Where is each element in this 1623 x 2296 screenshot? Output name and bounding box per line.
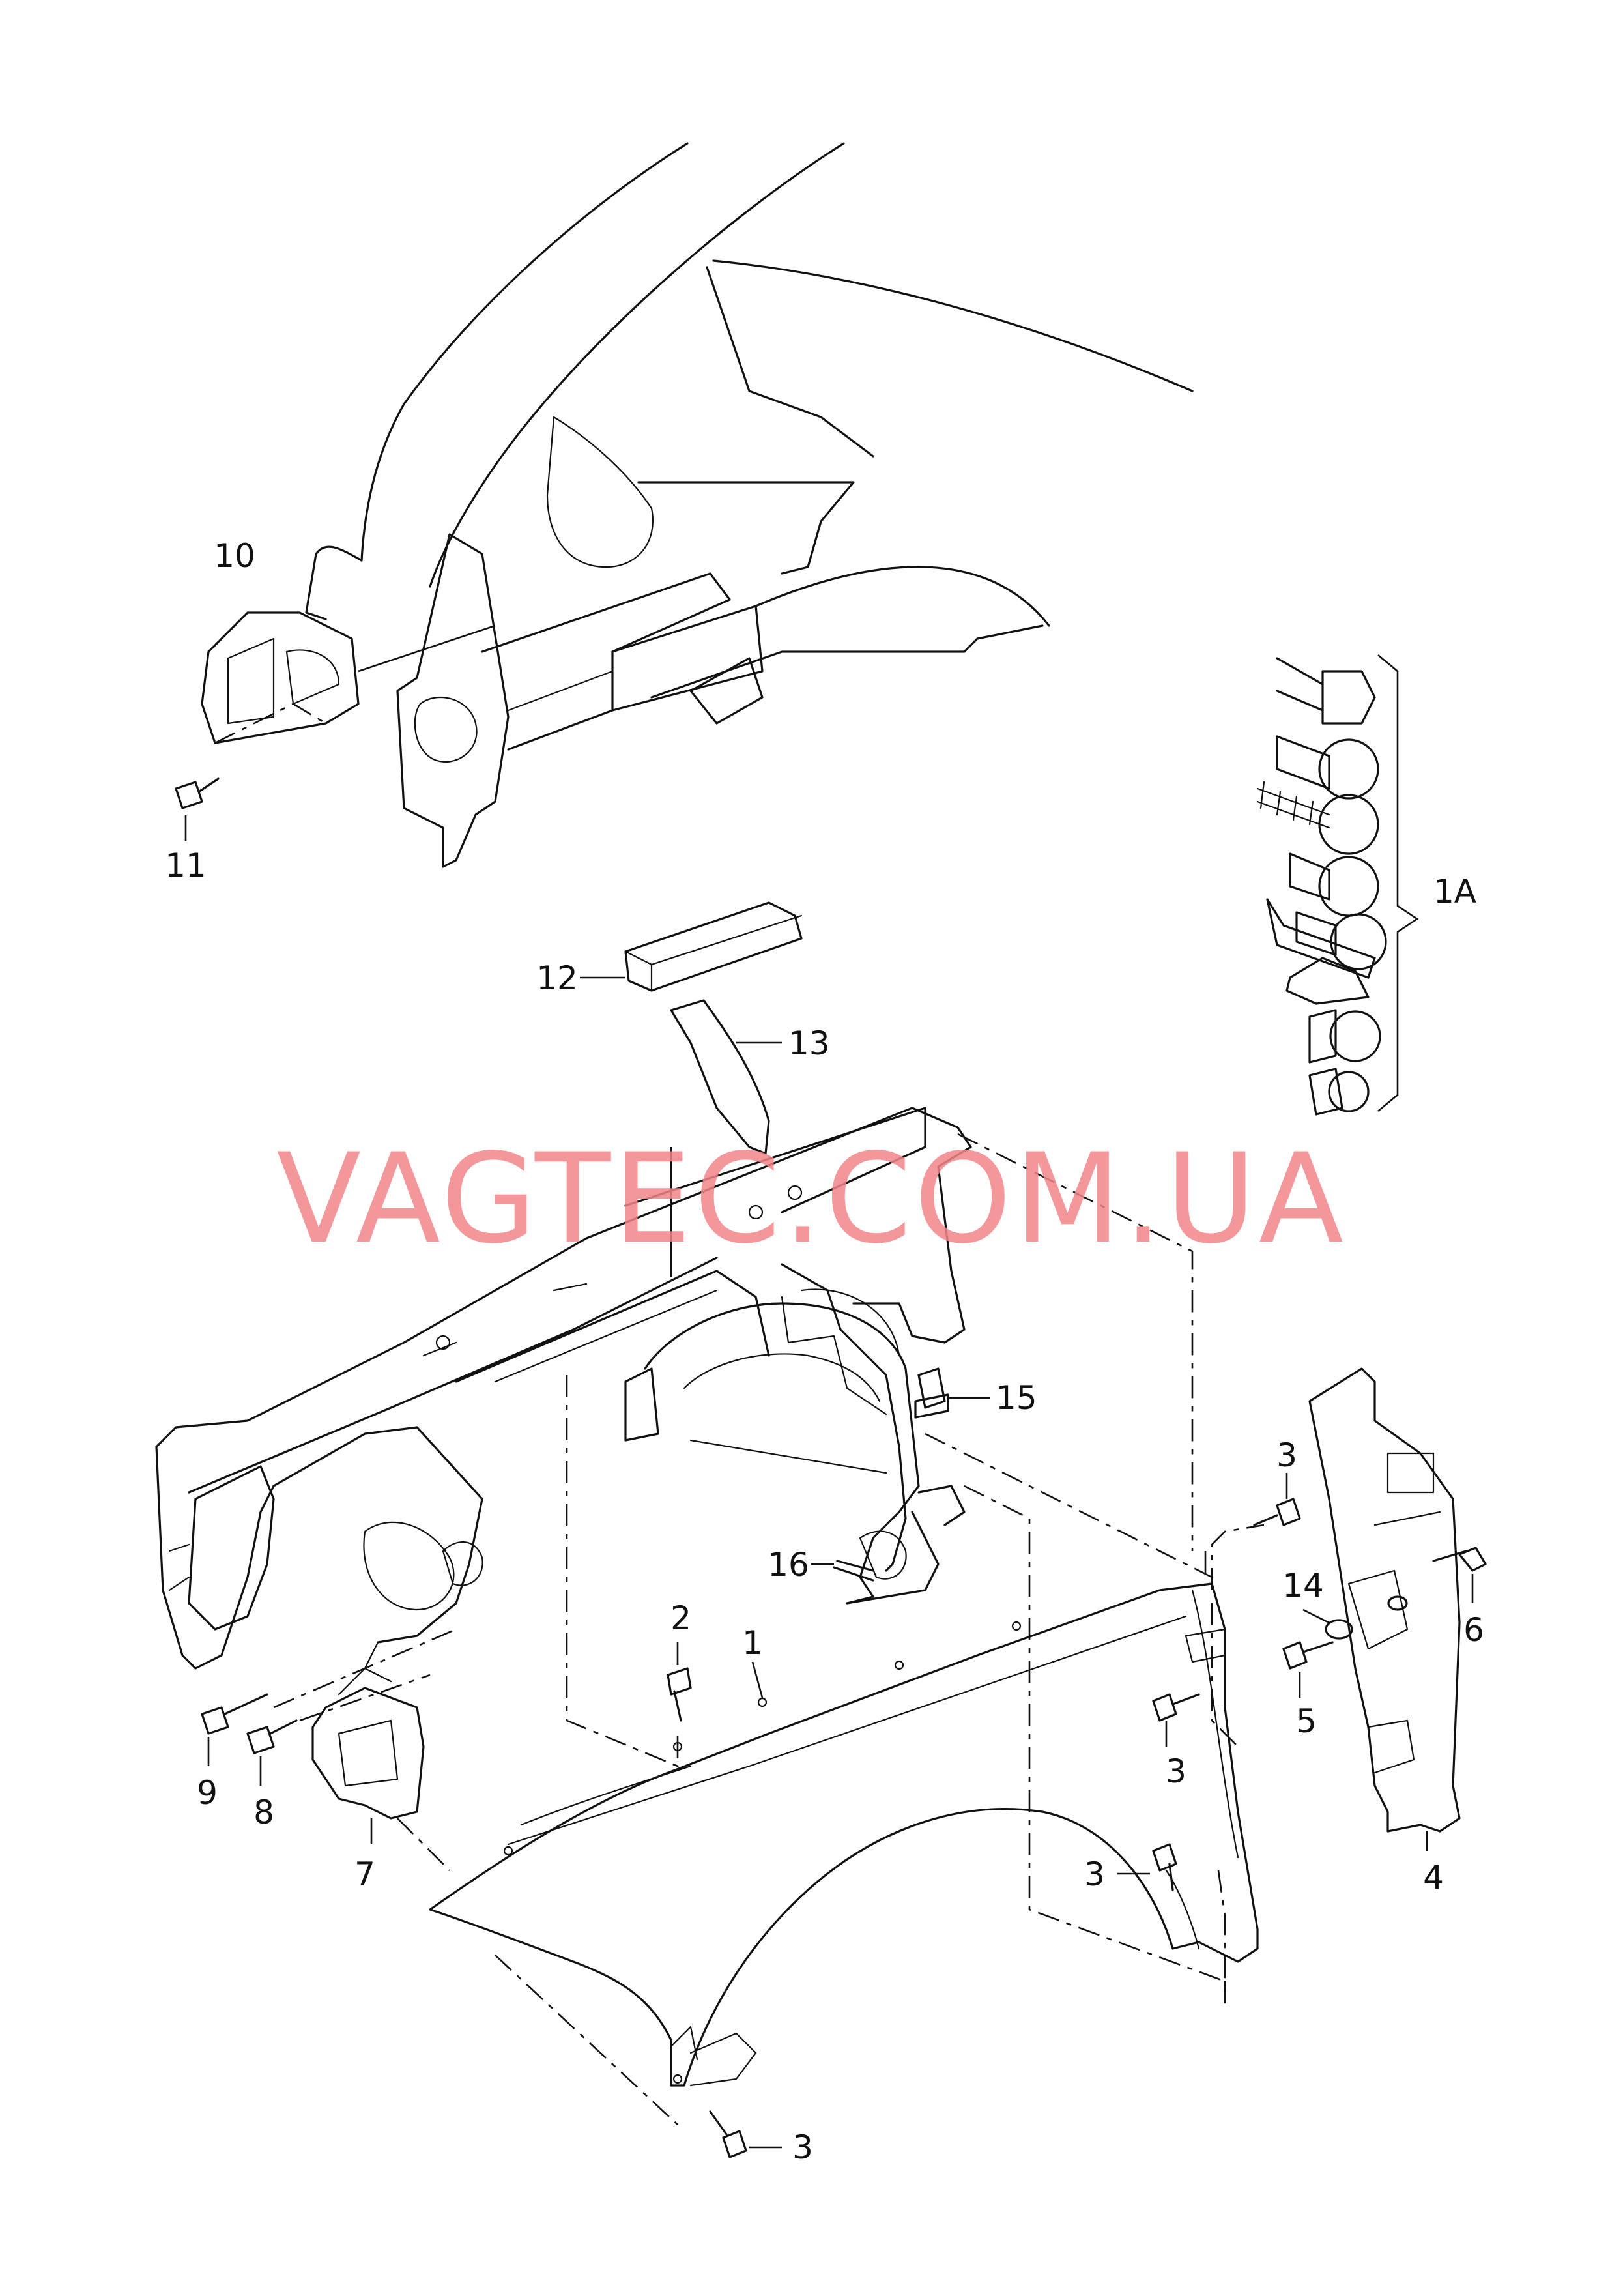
callouts: 10 11 1A 12 13 15 3 16 14 6 2 1 3 5 9 8 …: [165, 537, 1484, 2166]
callout-6: 6: [1463, 1611, 1484, 1649]
callout-12: 12: [536, 959, 578, 997]
kit-plastic-rivet-2: [1308, 1068, 1370, 1116]
callout-1: 1: [742, 1624, 763, 1662]
part-12-pad: [580, 901, 803, 992]
part-1A-hardware-kit: [1256, 654, 1419, 1116]
part-16-pin: [811, 1560, 874, 1582]
callout-2: 2: [670, 1599, 691, 1637]
part-3-bolt-upper: [1253, 1473, 1301, 1526]
kit-bolt-hex: [1276, 657, 1376, 725]
part-4-trim-panel: [1308, 1367, 1461, 1851]
part-7-bracket: [311, 1641, 425, 1844]
callout-14: 14: [1282, 1567, 1324, 1605]
callout-15: 15: [996, 1379, 1037, 1417]
part-15-nut: [914, 1367, 990, 1419]
kit-bolt-torx-1: [1276, 735, 1379, 800]
callout-16: 16: [768, 1546, 809, 1584]
callout-4: 4: [1423, 1859, 1444, 1896]
callout-10: 10: [214, 537, 255, 575]
kit-plastic-rivet-1: [1308, 1009, 1381, 1064]
callout-9: 9: [197, 1774, 218, 1812]
part-3-bolt-mid: [1152, 1693, 1200, 1747]
vehicle-overview: [305, 142, 1194, 868]
part-5-bolt: [1282, 1641, 1334, 1698]
kit-bolt-torx-2: [1289, 852, 1379, 917]
callout-1A: 1A: [1433, 873, 1476, 910]
part-3-bolt-bottom: [709, 2110, 782, 2158]
callout-7: 7: [354, 1855, 375, 1893]
part-14-washer: [1302, 1595, 1408, 1640]
part-2-bolt: [667, 1642, 692, 1722]
callout-3-mid: 3: [1166, 1752, 1186, 1790]
kit-bolt-torx-3: [1295, 911, 1387, 970]
kit-rivet: [1266, 898, 1376, 979]
callout-11: 11: [165, 847, 207, 884]
callout-13: 13: [788, 1024, 830, 1062]
callout-8: 8: [253, 1794, 274, 1831]
part-13-foam: [670, 999, 782, 1155]
callout-3-upper: 3: [1276, 1436, 1297, 1474]
watermark: VAGTEC.COM.UA: [276, 1127, 1346, 1271]
part-10-bracket: [201, 611, 496, 744]
part-6-clip: [1432, 1547, 1487, 1603]
assembly-lines: [273, 1133, 1265, 2125]
callout-3-bottom: 3: [792, 2129, 813, 2166]
part-3-bolt-lower: [1117, 1843, 1177, 1891]
part-1-fender: [429, 1582, 1259, 2087]
part-8-bolt: [246, 1719, 298, 1786]
kit-brace: [1377, 654, 1419, 1112]
callout-3-lower: 3: [1084, 1855, 1105, 1893]
callout-5: 5: [1296, 1702, 1317, 1740]
kit-clip-nut: [1285, 957, 1370, 1005]
part-9-bolt: [201, 1693, 268, 1766]
kit-screw-threaded: [1256, 781, 1379, 855]
part-11-bolt: [175, 777, 220, 841]
